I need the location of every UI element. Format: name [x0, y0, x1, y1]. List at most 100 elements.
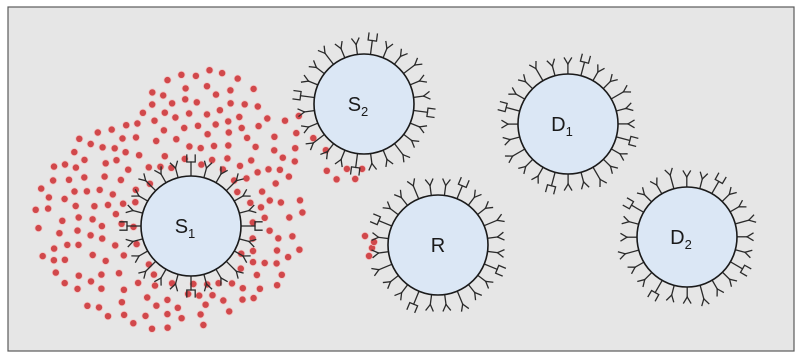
ligand-particle	[271, 179, 280, 188]
fork-receptor-icon	[563, 173, 573, 191]
fork-receptor-icon	[394, 283, 409, 301]
fork-receptor-icon	[402, 133, 420, 148]
ligand-particle	[274, 234, 283, 243]
ligand-particle	[358, 164, 367, 173]
cell-label-subscript: 2	[685, 237, 692, 252]
ligand-particle	[233, 74, 242, 83]
fork-receptor-icon	[154, 268, 167, 286]
ligand-particle	[160, 108, 169, 117]
ligand-particle	[150, 281, 159, 290]
fork-receptor-icon	[406, 178, 420, 200]
fork-receptor-icon	[393, 142, 411, 163]
ligand-particle	[97, 222, 106, 231]
cell-s1: S1	[119, 154, 263, 298]
ligand-particle	[332, 175, 341, 184]
ligand-particle	[177, 314, 186, 323]
fork-receptor-icon	[682, 170, 692, 188]
fork-receptor-icon	[615, 102, 634, 112]
ligand-particle	[71, 201, 80, 210]
fork-receptor-icon	[125, 204, 144, 214]
fork-receptor-icon	[486, 231, 505, 241]
ligand-particle	[249, 294, 258, 303]
ligand-particle	[73, 284, 82, 293]
ligand-particle	[277, 270, 286, 279]
cell-d1: D1	[497, 53, 639, 195]
fork-receptor-icon	[528, 60, 544, 82]
ligand-particle	[184, 289, 193, 298]
bracket-receptor-icon	[369, 213, 393, 227]
ligand-particle	[70, 148, 79, 157]
ligand-particle	[272, 259, 281, 268]
bracket-receptor-icon	[119, 221, 142, 231]
ligand-particle	[150, 116, 159, 125]
ligand-particle	[37, 184, 46, 193]
fork-receptor-icon	[425, 293, 434, 312]
ligand-particle	[295, 196, 304, 205]
cell-label-subscript: 1	[566, 124, 573, 139]
ligand-particle	[31, 205, 40, 214]
fork-receptor-icon	[610, 148, 628, 161]
fork-receptor-icon	[215, 268, 228, 286]
fork-receptor-icon	[382, 274, 400, 290]
fork-receptor-icon	[502, 136, 521, 146]
receptor-ring	[119, 154, 263, 298]
fork-receptor-icon	[729, 199, 747, 213]
ligand-particle	[133, 119, 142, 128]
bracket-receptor-icon	[292, 89, 316, 101]
bracket-receptor-icon	[647, 279, 664, 302]
ligand-particle	[196, 144, 205, 153]
ligand-particle	[124, 165, 133, 174]
ligand-particle	[108, 190, 117, 199]
ligand-particle	[156, 162, 165, 171]
ligand-particle	[202, 82, 211, 91]
fork-receptor-icon	[456, 290, 470, 312]
ligand-particle	[284, 172, 293, 181]
bracket-receptor-icon	[186, 275, 196, 298]
cell-body	[636, 186, 738, 288]
fork-receptor-icon	[665, 284, 675, 303]
ligand-particle	[273, 281, 282, 290]
ligand-particle	[75, 134, 84, 143]
fork-receptor-icon	[617, 119, 635, 129]
ligand-particle	[131, 198, 140, 207]
bracket-receptor-icon	[483, 263, 507, 277]
cell-s2: S2	[292, 32, 436, 176]
ligand-particle	[278, 153, 287, 162]
bracket-receptor-icon	[729, 260, 752, 277]
fork-receptor-icon	[138, 260, 157, 279]
ligand-particle	[144, 163, 153, 172]
ligand-particle	[101, 159, 110, 168]
ligand-particle	[248, 258, 257, 267]
fork-receptor-icon	[531, 166, 544, 184]
ligand-particle	[360, 231, 369, 240]
ligand-particle	[148, 100, 157, 109]
ligand-particle	[147, 324, 156, 333]
ligand-particle	[115, 269, 124, 278]
ligand-particle	[298, 208, 307, 217]
ligand-particle	[51, 268, 60, 277]
ligand-particle	[309, 134, 318, 143]
ligand-particle	[260, 258, 269, 267]
ligand-particle	[253, 168, 262, 177]
ligand-particle	[224, 141, 233, 150]
fork-receptor-icon	[350, 37, 360, 56]
ligand-particle	[159, 126, 168, 135]
fork-receptor-icon	[215, 166, 228, 184]
bracket-receptor-icon	[622, 197, 645, 214]
ligand-particle	[88, 250, 97, 259]
ligand-particle	[292, 129, 301, 138]
fork-receptor-icon	[409, 122, 428, 134]
fork-receptor-icon	[393, 48, 408, 66]
fork-receptor-icon	[699, 284, 710, 307]
ligand-particle	[141, 311, 150, 320]
fork-receptor-icon	[297, 108, 316, 118]
ligand-particle	[38, 252, 47, 261]
fork-receptor-icon	[317, 45, 335, 66]
fork-receptor-icon	[131, 189, 149, 202]
bracket-receptor-icon	[186, 154, 196, 177]
ligand-particle	[117, 298, 126, 307]
ligand-particle	[74, 240, 83, 249]
ligand-particle	[60, 255, 69, 264]
fork-receptor-icon	[382, 40, 394, 59]
fork-receptor-icon	[225, 173, 244, 192]
